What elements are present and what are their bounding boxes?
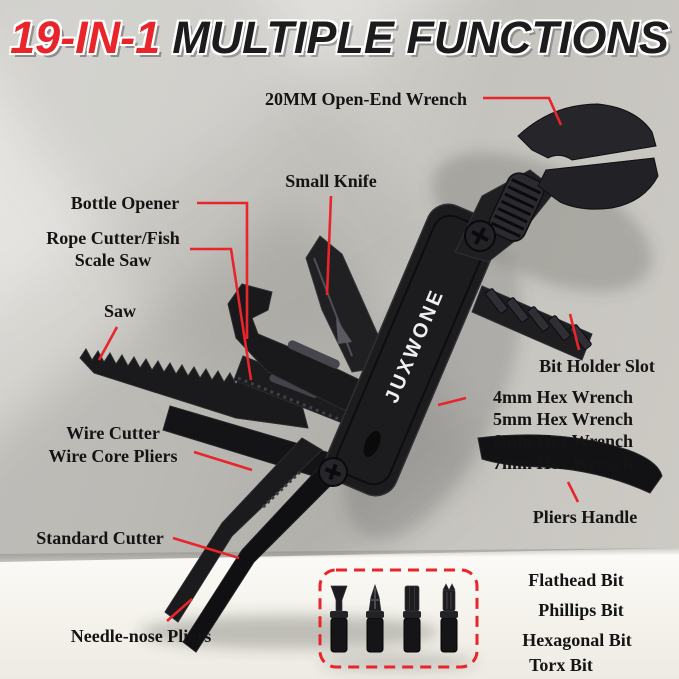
wrench-movable-jaw bbox=[537, 157, 659, 210]
leader-standard-cutter bbox=[172, 536, 240, 560]
bits-box bbox=[318, 568, 479, 669]
leader-rope-cutter bbox=[190, 247, 253, 381]
label-hex-wrench-4mm: 4mm Hex Wrench bbox=[493, 387, 633, 407]
label-hex-wrench-5mm: 5mm Hex Wrench bbox=[493, 409, 633, 429]
title-rest: MULTIPLE FUNCTIONS bbox=[172, 12, 669, 63]
hexagonal-bit-image bbox=[403, 585, 421, 653]
leader-bit-holder bbox=[568, 313, 581, 351]
label-small-knife: Small Knife bbox=[285, 171, 377, 191]
knife-cutout bbox=[336, 318, 352, 344]
leader-lines bbox=[97, 96, 581, 622]
label-wire-core-pliers: Wire Core Pliers bbox=[48, 446, 178, 466]
label-pliers-handle: Pliers Handle bbox=[532, 507, 638, 527]
pivot-screw-bottom bbox=[318, 457, 348, 487]
pliers-handle-image bbox=[477, 434, 663, 494]
label-rope-cutter: Rope Cutter/Fish Scale Saw bbox=[46, 228, 180, 270]
label-needle-nose-pliers: Needle-nose Pliers bbox=[70, 626, 212, 646]
bit-holder-bits bbox=[485, 288, 592, 350]
label-open-end-wrench: 20MM Open-End Wrench bbox=[264, 89, 468, 109]
label-bottle-opener: Bottle Opener bbox=[70, 193, 180, 213]
phillips-bit-image bbox=[366, 583, 384, 653]
leader-wire-cutter bbox=[193, 450, 253, 472]
title-highlight: 19-IN-1 bbox=[10, 12, 161, 63]
leader-small-knife bbox=[325, 195, 333, 296]
label-hex-wrench-7mm: 7mm Hex Wrench bbox=[493, 453, 633, 473]
rope-cutter-serration bbox=[237, 376, 347, 424]
multitool-image: JUXWONE bbox=[79, 103, 663, 653]
leader-bottle-opener bbox=[197, 201, 249, 339]
label-torx-bit: Torx Bit bbox=[529, 655, 593, 675]
label-hexagonal-bit: Hexagonal Bit bbox=[522, 630, 632, 650]
label-hex-wrench-6mm: 6mm Hex Wrench bbox=[493, 431, 633, 451]
pliers-jaw-upper bbox=[164, 437, 323, 623]
leader-open-end-wrench bbox=[483, 96, 563, 126]
wrench-fixed-jaw bbox=[517, 103, 657, 161]
leader-saw bbox=[97, 326, 119, 361]
leader-pliers-handle bbox=[566, 481, 580, 503]
pivot-screw-top bbox=[464, 220, 496, 252]
label-phillips-bit: Phillips Bit bbox=[538, 600, 624, 620]
rope-cutter-slot bbox=[269, 374, 319, 398]
wrench-adjuster bbox=[488, 172, 545, 242]
pliers-serration bbox=[260, 470, 302, 510]
leader-hex-wrench bbox=[437, 396, 467, 407]
label-saw: Saw bbox=[103, 301, 137, 321]
bottle-opener-slot bbox=[287, 340, 340, 369]
label-standard-cutter: Standard Cutter bbox=[36, 528, 164, 548]
label-bit-holder-slot: Bit Holder Slot bbox=[539, 356, 655, 376]
tool-body: JUXWONE bbox=[325, 203, 499, 497]
label-wire-cutter: Wire Cutter bbox=[66, 423, 160, 443]
flathead-bit-image bbox=[330, 585, 348, 653]
label-flathead-bit: Flathead Bit bbox=[528, 570, 624, 590]
leader-needle-nose bbox=[166, 598, 193, 622]
torx-bit-image bbox=[440, 583, 458, 653]
